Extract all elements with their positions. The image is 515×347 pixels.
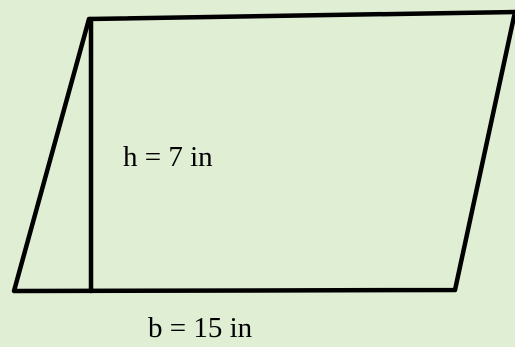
parallelogram-outline bbox=[11, 9, 515, 294]
base-label: b = 15 in bbox=[148, 312, 253, 344]
height-label: h = 7 in bbox=[123, 141, 213, 173]
